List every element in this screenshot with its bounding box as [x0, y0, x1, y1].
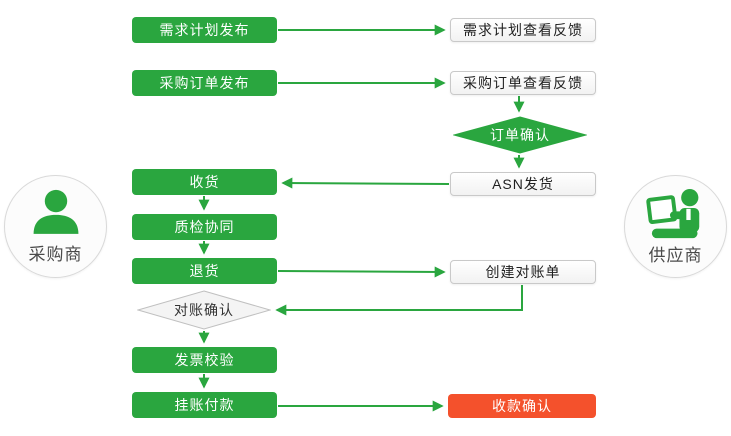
node-label: 退货 — [189, 263, 220, 279]
actor-supplier-label: 供应商 — [648, 245, 703, 265]
actor-buyer: 采购商 — [4, 175, 107, 278]
diamond-shape — [137, 290, 271, 330]
node-label: 收货 — [189, 174, 220, 190]
node-label: 采购订单查看反馈 — [463, 75, 583, 91]
actor-buyer-label: 采购商 — [28, 244, 83, 264]
node-invoice-verify: 发票校验 — [132, 347, 277, 373]
node-book-payment: 挂账付款 — [132, 392, 277, 418]
node-label: 对账确认 — [174, 302, 234, 318]
node-label: 需求计划查看反馈 — [463, 22, 583, 38]
node-po-feedback: 采购订单查看反馈 — [450, 71, 596, 95]
node-demand-plan-feedback: 需求计划查看反馈 — [450, 18, 596, 42]
node-label: 收款确认 — [492, 398, 552, 414]
node-label: 需求计划发布 — [159, 22, 250, 38]
node-label: 创建对账单 — [485, 264, 561, 280]
supplier-laptop-icon — [645, 188, 699, 238]
node-label: ASN发货 — [492, 176, 554, 192]
node-label: 质检协同 — [174, 219, 235, 235]
node-order-confirm: 订单确认 — [453, 116, 587, 154]
node-statement-confirm: 对账确认 — [137, 290, 271, 330]
node-return-goods: 退货 — [132, 258, 277, 284]
node-receive: 收货 — [132, 169, 277, 195]
node-label: 挂账付款 — [174, 397, 235, 413]
node-label: 订单确认 — [490, 127, 550, 143]
diamond-shape — [453, 116, 587, 154]
node-label: 采购订单发布 — [159, 75, 250, 91]
node-po-publish: 采购订单发布 — [132, 70, 277, 96]
node-demand-plan-publish: 需求计划发布 — [132, 17, 277, 43]
node-asn-ship: ASN发货 — [450, 172, 596, 196]
node-label: 发票校验 — [174, 352, 235, 368]
node-payment-confirm: 收款确认 — [448, 394, 596, 418]
node-create-statement: 创建对账单 — [450, 260, 596, 284]
buyer-person-icon — [33, 189, 78, 234]
actor-supplier: 供应商 — [624, 175, 727, 278]
node-quality-check: 质检协同 — [132, 214, 277, 240]
